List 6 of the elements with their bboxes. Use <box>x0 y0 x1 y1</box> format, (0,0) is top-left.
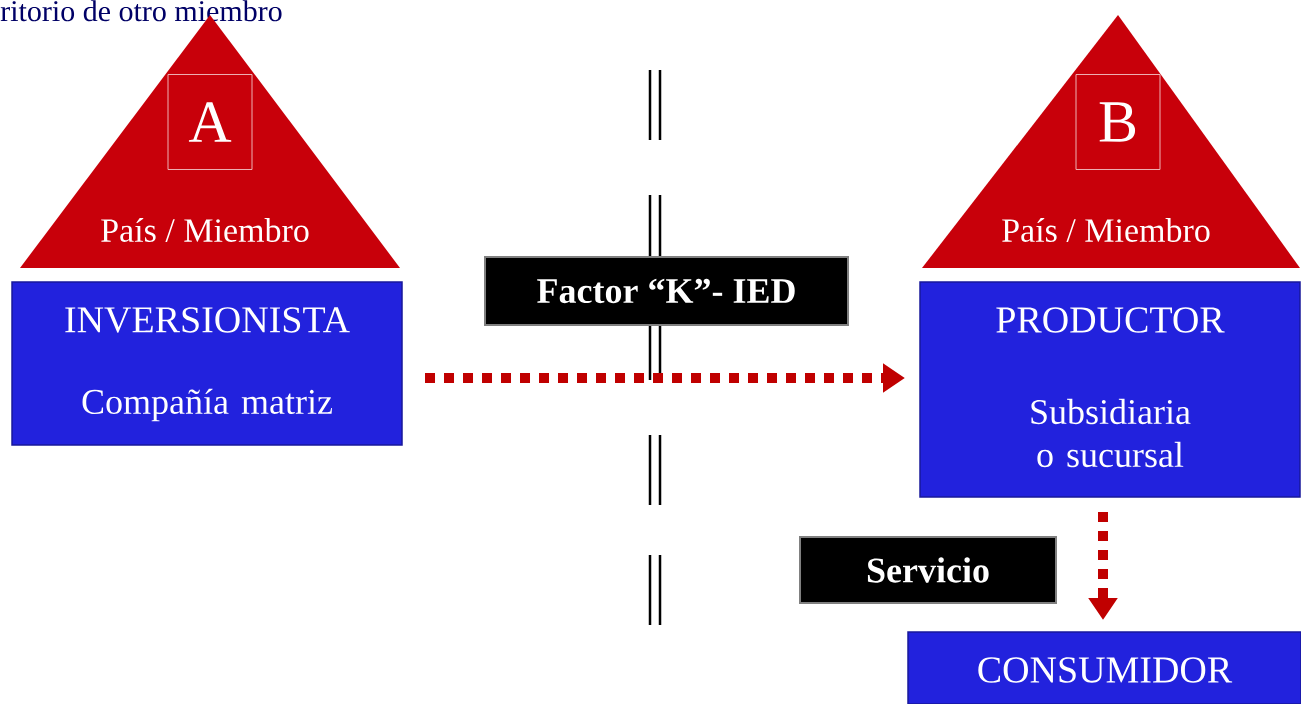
role-box: CONSUMIDOR <box>907 631 1301 704</box>
role-box: PRODUCTOR Subsidiaria o sucursal <box>919 281 1301 498</box>
edge-label: Servicio <box>799 536 1057 604</box>
country-triangle: B País / Miembro <box>922 15 1300 268</box>
role-box: INVERSIONISTA Compañía matriz <box>11 281 403 446</box>
edge-label: Factor “K”- IED <box>484 256 849 326</box>
